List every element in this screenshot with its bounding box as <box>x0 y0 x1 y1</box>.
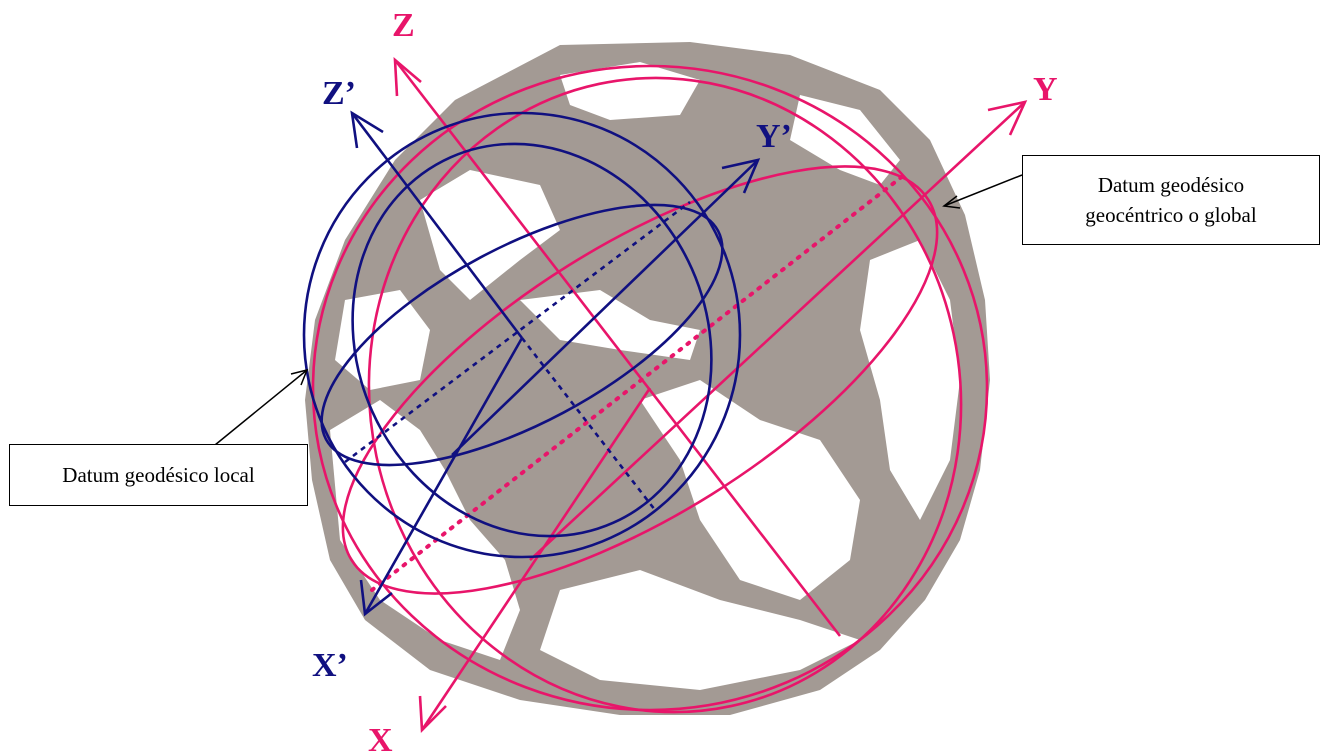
local-axis-y-line <box>451 159 759 456</box>
local-datum <box>302 110 761 617</box>
global-datum-callout: Datum geodésico geocéntrico o global <box>1022 155 1320 245</box>
global-axis-z-arrow <box>393 57 422 97</box>
ocean-arctic <box>560 62 700 120</box>
global-axis-y-line <box>529 101 1026 561</box>
ocean-med <box>520 290 700 360</box>
global-equator-ellipse <box>341 165 939 595</box>
ocean-north-atlantic <box>335 290 430 390</box>
local-axis-x-arrow <box>359 579 393 617</box>
global-meridian-ellipse <box>367 76 963 714</box>
local-callout-arrowhead <box>290 368 309 386</box>
global-datum-callout-line2: geocéntrico o global <box>1085 203 1257 227</box>
local-axis-x-label: X’ <box>312 647 348 684</box>
local-axis-y-arrow <box>721 158 761 194</box>
local-axis-z-arrow <box>350 110 384 149</box>
local-axis-dotted-down <box>520 337 657 511</box>
globe-land <box>305 42 990 715</box>
local-equator-dotted <box>344 200 691 464</box>
local-callout-leader <box>214 369 308 446</box>
ocean-north <box>420 170 560 300</box>
global-callout-arrowhead <box>942 195 961 209</box>
ocean-south <box>540 570 860 690</box>
ocean-indian <box>640 380 860 600</box>
global-axis-x-line <box>420 387 652 731</box>
global-axis-y-label: Y <box>1033 71 1058 108</box>
local-axis-z-label: Z’ <box>322 75 356 112</box>
global-axis-z-label: Z <box>392 7 415 44</box>
local-axis-z-line <box>350 112 524 339</box>
ocean-pacific-east <box>860 240 960 520</box>
global-axis-x-arrow <box>418 695 447 733</box>
global-equator-dotted <box>370 170 910 592</box>
global-datum <box>311 57 1028 733</box>
global-axis-z-line <box>393 59 842 637</box>
local-datum-callout: Datum geodésico local <box>9 444 308 506</box>
callout-leaders <box>214 174 1023 446</box>
local-equator-ellipse <box>320 203 724 467</box>
local-axis-y-label: Y’ <box>756 118 792 155</box>
local-axis-x-line <box>363 337 524 615</box>
local-outer-ellipse <box>302 111 742 559</box>
global-axis-y-arrow <box>987 100 1028 136</box>
global-datum-callout-line1: Datum geodésico <box>1097 172 1245 197</box>
local-meridian-ellipse <box>351 142 713 538</box>
local-datum-callout-text: Datum geodésico local <box>62 462 255 487</box>
ocean-pacific-north <box>790 95 900 185</box>
global-axis-x-label: X <box>368 722 393 755</box>
global-callout-leader <box>943 174 1023 207</box>
